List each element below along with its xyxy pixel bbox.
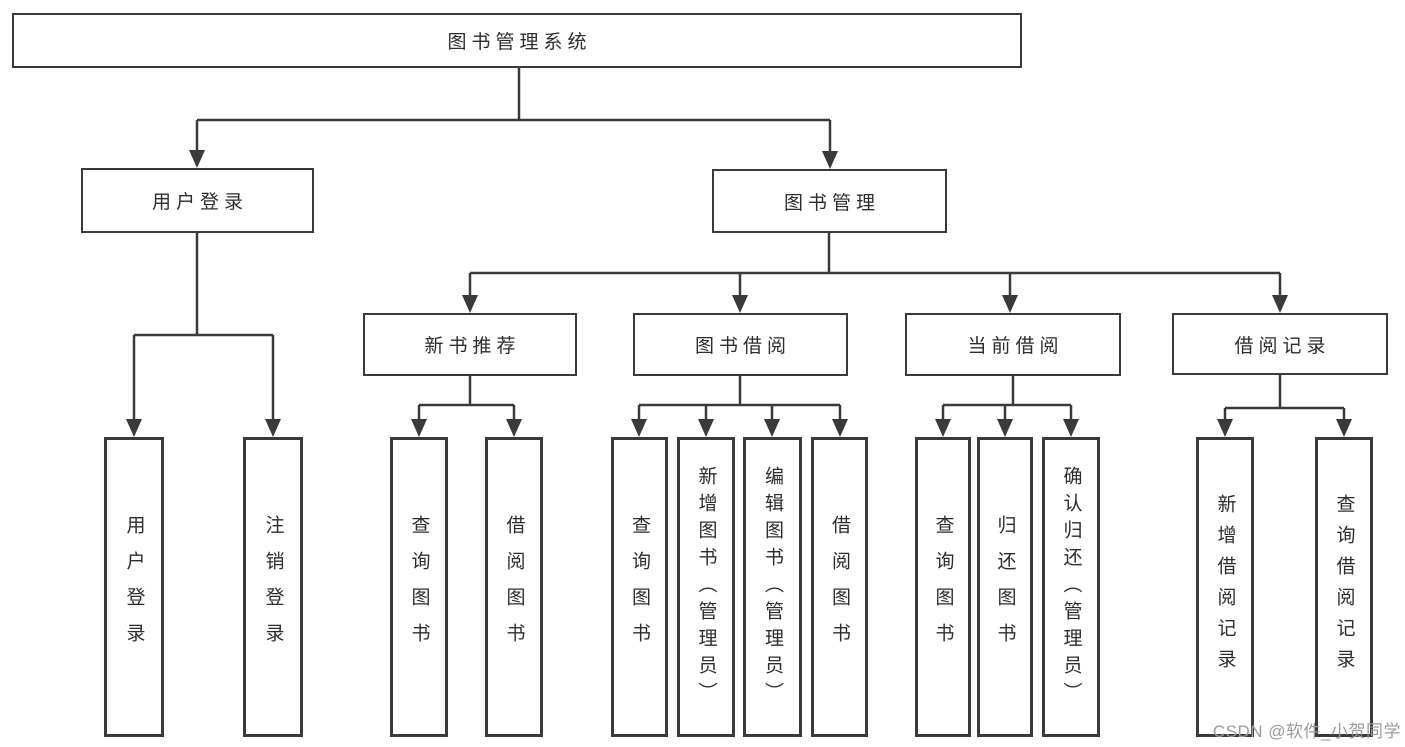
node-current-borrowing: 当前借阅 [905,313,1121,376]
leaf-label: 借阅图书 [829,515,850,659]
node-label: 图书管理系统 [447,32,592,53]
leaf-records-query-record: 查询借阅记录 [1315,437,1373,737]
leaf-borrow-borrow-books: 借阅图书 [811,437,868,737]
node-user-login: 用户登录 [81,168,314,233]
leaf-label: 查询图书 [629,515,650,659]
leaf-current-confirm-return-admin: 确认归还（管理员） [1042,437,1100,737]
node-label: 当前借阅 [967,336,1064,357]
node-label: 图书借阅 [694,336,791,357]
leaf-user-login: 用户登录 [104,437,164,737]
leaf-borrow-add-books-admin: 新增图书（管理员） [677,437,735,737]
leaf-label: 新增借阅记录 [1214,494,1236,680]
leaf-newrec-query-books: 查询图书 [390,437,448,737]
leaf-label: 新增图书（管理员） [695,465,717,709]
node-label: 新书推荐 [424,336,521,357]
node-borrowing-records: 借阅记录 [1172,313,1388,375]
leaf-label: 确认归还（管理员） [1060,465,1082,709]
leaf-current-query-books: 查询图书 [915,437,971,737]
leaf-current-return-books: 归还图书 [977,437,1033,737]
leaf-label: 查询图书 [408,515,430,659]
leaf-label: 查询借阅记录 [1333,494,1355,680]
leaf-label: 归还图书 [994,515,1016,659]
leaf-newrec-borrow-books: 借阅图书 [485,437,543,737]
leaf-label: 用户登录 [123,515,145,659]
leaf-logout: 注销登录 [243,437,303,737]
leaf-borrow-edit-books-admin: 编辑图书（管理员） [743,437,802,737]
node-book-management: 图书管理 [712,169,947,233]
leaf-label: 查询图书 [932,515,954,659]
leaf-label: 注销登录 [262,515,284,659]
leaf-label: 借阅图书 [503,515,525,659]
leaf-borrow-query-books: 查询图书 [611,437,668,737]
node-new-book-recommendation: 新书推荐 [363,313,577,376]
node-label: 图书管理 [783,192,880,214]
leaf-records-add-record: 新增借阅记录 [1196,437,1254,737]
node-library-management-system: 图书管理系统 [12,13,1022,68]
csdn-watermark: CSDN @软件_小贺同学 [1212,722,1401,741]
node-book-borrowing: 图书借阅 [633,313,848,376]
node-label: 借阅记录 [1234,335,1331,357]
node-label: 用户登录 [151,192,248,213]
leaf-label: 编辑图书（管理员） [762,465,783,709]
